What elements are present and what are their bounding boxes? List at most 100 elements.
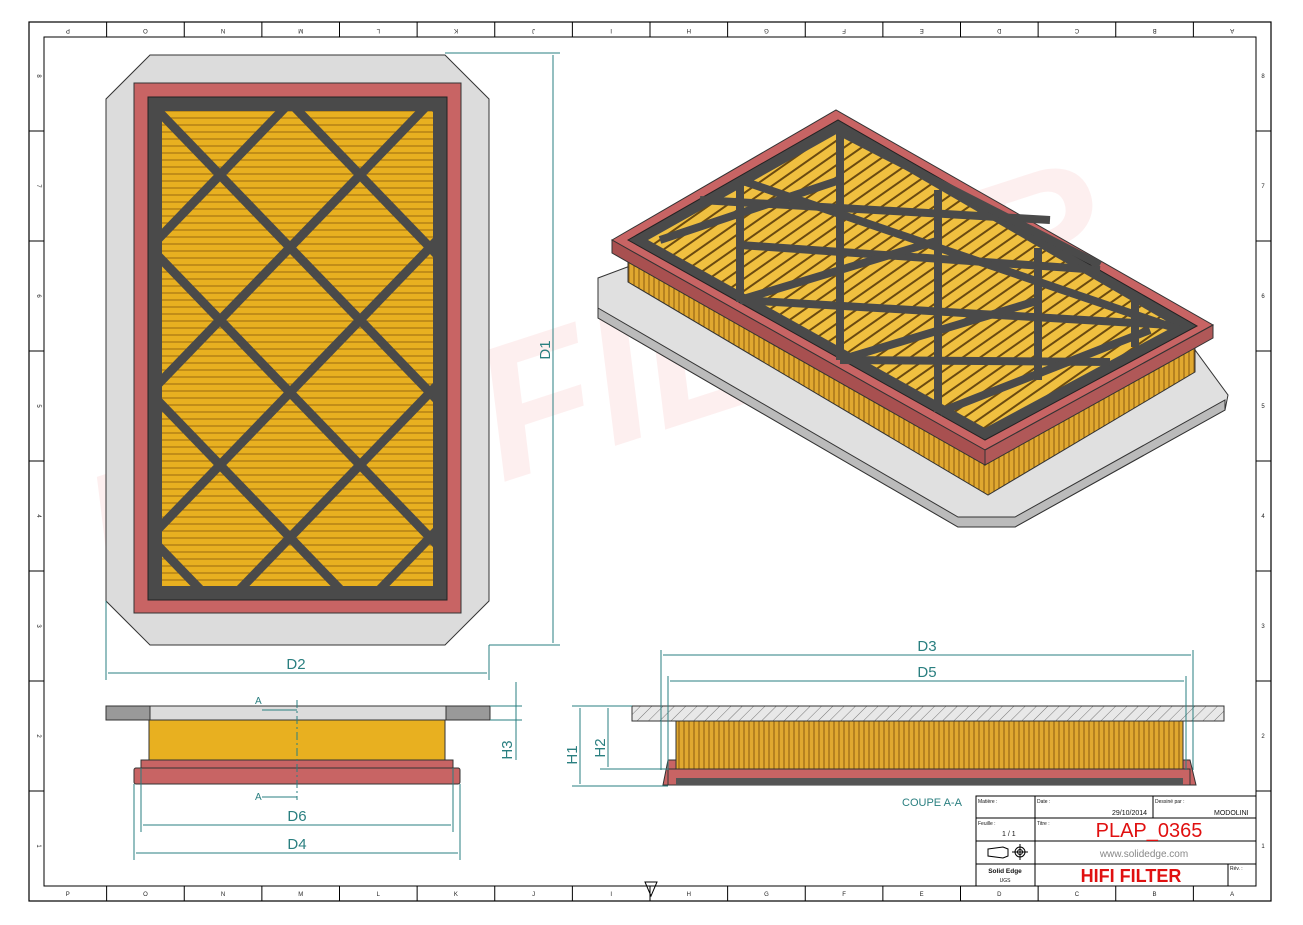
- dimension-d6: D6: [140, 768, 454, 832]
- dimension-d3: D3: [660, 638, 1194, 770]
- column-label-top: B: [1153, 27, 1157, 33]
- dimension-d1: D1: [445, 52, 560, 646]
- revision-label: Rév. :: [1230, 866, 1243, 872]
- column-label-top: G: [764, 27, 769, 33]
- row-label-left: 8: [35, 74, 41, 78]
- column-label: D: [997, 892, 1002, 898]
- row-label-left: 7: [35, 184, 41, 188]
- row-label: 8: [1261, 74, 1265, 80]
- row-label-left: 4: [35, 514, 41, 518]
- column-label: O: [143, 892, 148, 898]
- front-view: [0, 0, 1180, 646]
- grid-bar: [162, 237, 433, 532]
- row-label: 7: [1261, 184, 1265, 190]
- grid-bar: [0, 0, 60, 589]
- section-view: COUPE A-A: [631, 705, 1225, 809]
- h2-label: H2: [592, 738, 609, 757]
- date-value: 29/10/2014: [1112, 810, 1147, 817]
- row-label-left: 2: [35, 734, 41, 738]
- d3-label: D3: [917, 638, 936, 655]
- row-label: 6: [1261, 294, 1265, 300]
- column-label-top: C: [1074, 27, 1079, 33]
- row-label: 4: [1261, 514, 1265, 520]
- column-label: K: [454, 892, 458, 898]
- column-label-top: N: [221, 27, 225, 33]
- dimension-d2: D2: [105, 601, 490, 680]
- row-label-left: 5: [35, 404, 41, 408]
- column-label: E: [920, 892, 924, 898]
- dimension-h3: H3: [490, 682, 522, 760]
- column-label: B: [1153, 892, 1157, 898]
- sheet-value: 1 / 1: [1002, 831, 1016, 838]
- column-label: G: [764, 892, 769, 898]
- column-label: H: [687, 892, 691, 898]
- dimension-h1-h2: H1 H2: [564, 705, 668, 787]
- website: www.solidedge.com: [1099, 849, 1188, 860]
- grid-bar: [162, 253, 433, 548]
- row-label: 1: [1261, 844, 1265, 850]
- column-label: J: [532, 892, 535, 898]
- column-label: N: [221, 892, 225, 898]
- drawn-by-label: Dessiné par :: [1155, 799, 1184, 805]
- software-name: Solid Edge: [988, 868, 1022, 875]
- d2-label: D2: [286, 656, 305, 673]
- title-label: Titre :: [1037, 821, 1050, 827]
- d1-label: D1: [537, 340, 554, 359]
- column-label-top: O: [143, 27, 148, 33]
- row-label: 5: [1261, 404, 1265, 410]
- row-label-left: 6: [35, 294, 41, 298]
- dimension-d4: D4: [133, 784, 461, 860]
- column-label: I: [610, 892, 612, 898]
- dimension-d5: D5: [667, 664, 1187, 770]
- solid-edge-logo-icon: [987, 844, 1028, 860]
- d4-label: D4: [287, 836, 306, 853]
- row-label-left: 3: [35, 624, 41, 628]
- column-label-top: I: [610, 27, 612, 33]
- grid-bar: [162, 111, 429, 387]
- row-label: 3: [1261, 624, 1265, 630]
- column-label-top: A: [1230, 27, 1234, 33]
- drawn-by-value: MODOLINI: [1214, 810, 1249, 817]
- iso-grid: [658, 128, 1182, 416]
- column-label-top: E: [920, 27, 924, 33]
- column-label: P: [66, 892, 70, 898]
- column-label-top: H: [687, 27, 691, 33]
- h1-label: H1: [564, 745, 581, 764]
- column-label-top: F: [842, 27, 846, 33]
- isometric-view: [597, 109, 1229, 528]
- projection-triangle-icon: [644, 881, 658, 898]
- d6-label: D6: [287, 808, 306, 825]
- d5-label: D5: [917, 664, 936, 681]
- column-label: C: [1075, 892, 1080, 898]
- row-label-left: 1: [35, 844, 41, 848]
- diagonal-grid: [0, 0, 1180, 589]
- grid-bar: [0, 0, 60, 589]
- h3-label: H3: [499, 740, 516, 759]
- column-label: A: [1230, 892, 1234, 898]
- grid-bar: [162, 111, 289, 242]
- column-label-top: M: [298, 27, 303, 33]
- title-block-text: Matière : Date : 29/10/2014 Dessiné par …: [978, 799, 1249, 886]
- company-name: HIFI FILTER: [1081, 866, 1182, 886]
- column-label: L: [377, 892, 381, 898]
- column-label-top: J: [532, 27, 535, 33]
- column-label-top: D: [996, 27, 1001, 33]
- section-label: COUPE A-A: [902, 797, 963, 809]
- software-sub: UGS: [1000, 878, 1012, 884]
- section-mark-bottom: A: [255, 792, 262, 803]
- grid-bar: [162, 398, 344, 586]
- column-label-top: P: [66, 27, 70, 33]
- grid-bar: [236, 382, 433, 586]
- column-label-top: L: [376, 27, 380, 33]
- column-label: F: [842, 892, 846, 898]
- drawing-title: PLAP_0365: [1096, 820, 1203, 842]
- column-label: M: [298, 892, 303, 898]
- title-block: [975, 795, 1257, 887]
- column-label-top: K: [454, 27, 458, 33]
- sheet-label: Feuille :: [978, 821, 996, 827]
- date-label: Date :: [1037, 799, 1050, 805]
- section-mark-top: A: [255, 696, 262, 707]
- row-label: 2: [1261, 734, 1265, 740]
- side-view: A A: [105, 696, 491, 803]
